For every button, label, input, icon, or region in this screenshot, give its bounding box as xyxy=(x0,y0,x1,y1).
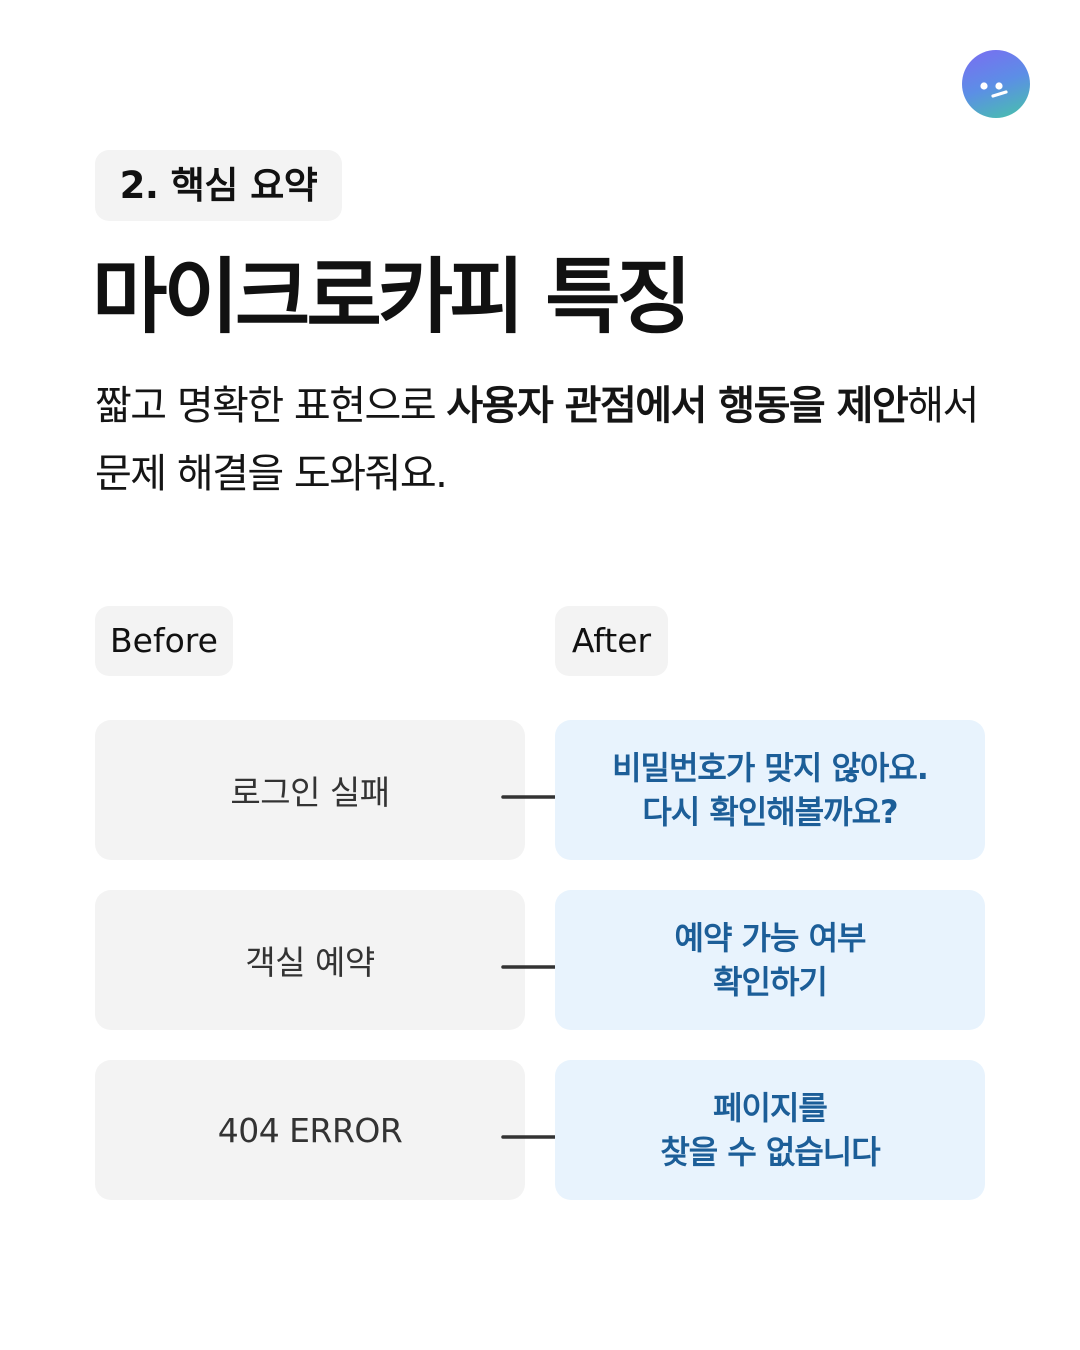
after-line: 예약 가능 여부 xyxy=(674,919,867,957)
smiley-face-icon xyxy=(980,82,1008,98)
after-text: 페이지를 찾을 수 없습니다 xyxy=(660,1086,880,1174)
page-title: 마이크로카피 특징 xyxy=(92,250,692,345)
avatar xyxy=(962,50,1030,118)
before-label: Before xyxy=(95,606,233,676)
before-card: 404 ERROR xyxy=(95,1060,525,1200)
description-text: 짧고 명확한 표현으로 xyxy=(95,383,447,429)
before-card: 객실 예약 xyxy=(95,890,525,1030)
before-card: 로그인 실패 xyxy=(95,720,525,860)
before-text: 객실 예약 xyxy=(245,943,375,982)
description: 짧고 명확한 표현으로 사용자 관점에서 행동을 제안해서 문제 해결을 도와줘… xyxy=(95,372,995,508)
before-text: 로그인 실패 xyxy=(230,773,390,812)
after-card: 비밀번호가 맞지 않아요. 다시 확인해볼까요? xyxy=(555,720,985,860)
after-line: 비밀번호가 맞지 않아요. xyxy=(612,749,929,787)
section-label: 2. 핵심 요약 xyxy=(95,150,342,221)
after-line: 찾을 수 없습니다 xyxy=(660,1133,880,1171)
after-text: 비밀번호가 맞지 않아요. 다시 확인해볼까요? xyxy=(612,746,929,834)
description-text-end: 해서 문제 해결을 도와줘요. xyxy=(95,383,979,497)
after-line: 페이지를 xyxy=(713,1089,828,1127)
after-label: After xyxy=(555,606,668,676)
before-text: 404 ERROR xyxy=(217,1110,403,1150)
after-text: 예약 가능 여부 확인하기 xyxy=(674,916,867,1004)
after-line: 확인하기 xyxy=(713,963,828,1001)
after-card: 페이지를 찾을 수 없습니다 xyxy=(555,1060,985,1200)
after-card: 예약 가능 여부 확인하기 xyxy=(555,890,985,1030)
description-emphasis: 사용자 관점에서 행동을 제안 xyxy=(446,383,908,429)
after-line: 다시 확인해볼까요? xyxy=(642,793,898,831)
